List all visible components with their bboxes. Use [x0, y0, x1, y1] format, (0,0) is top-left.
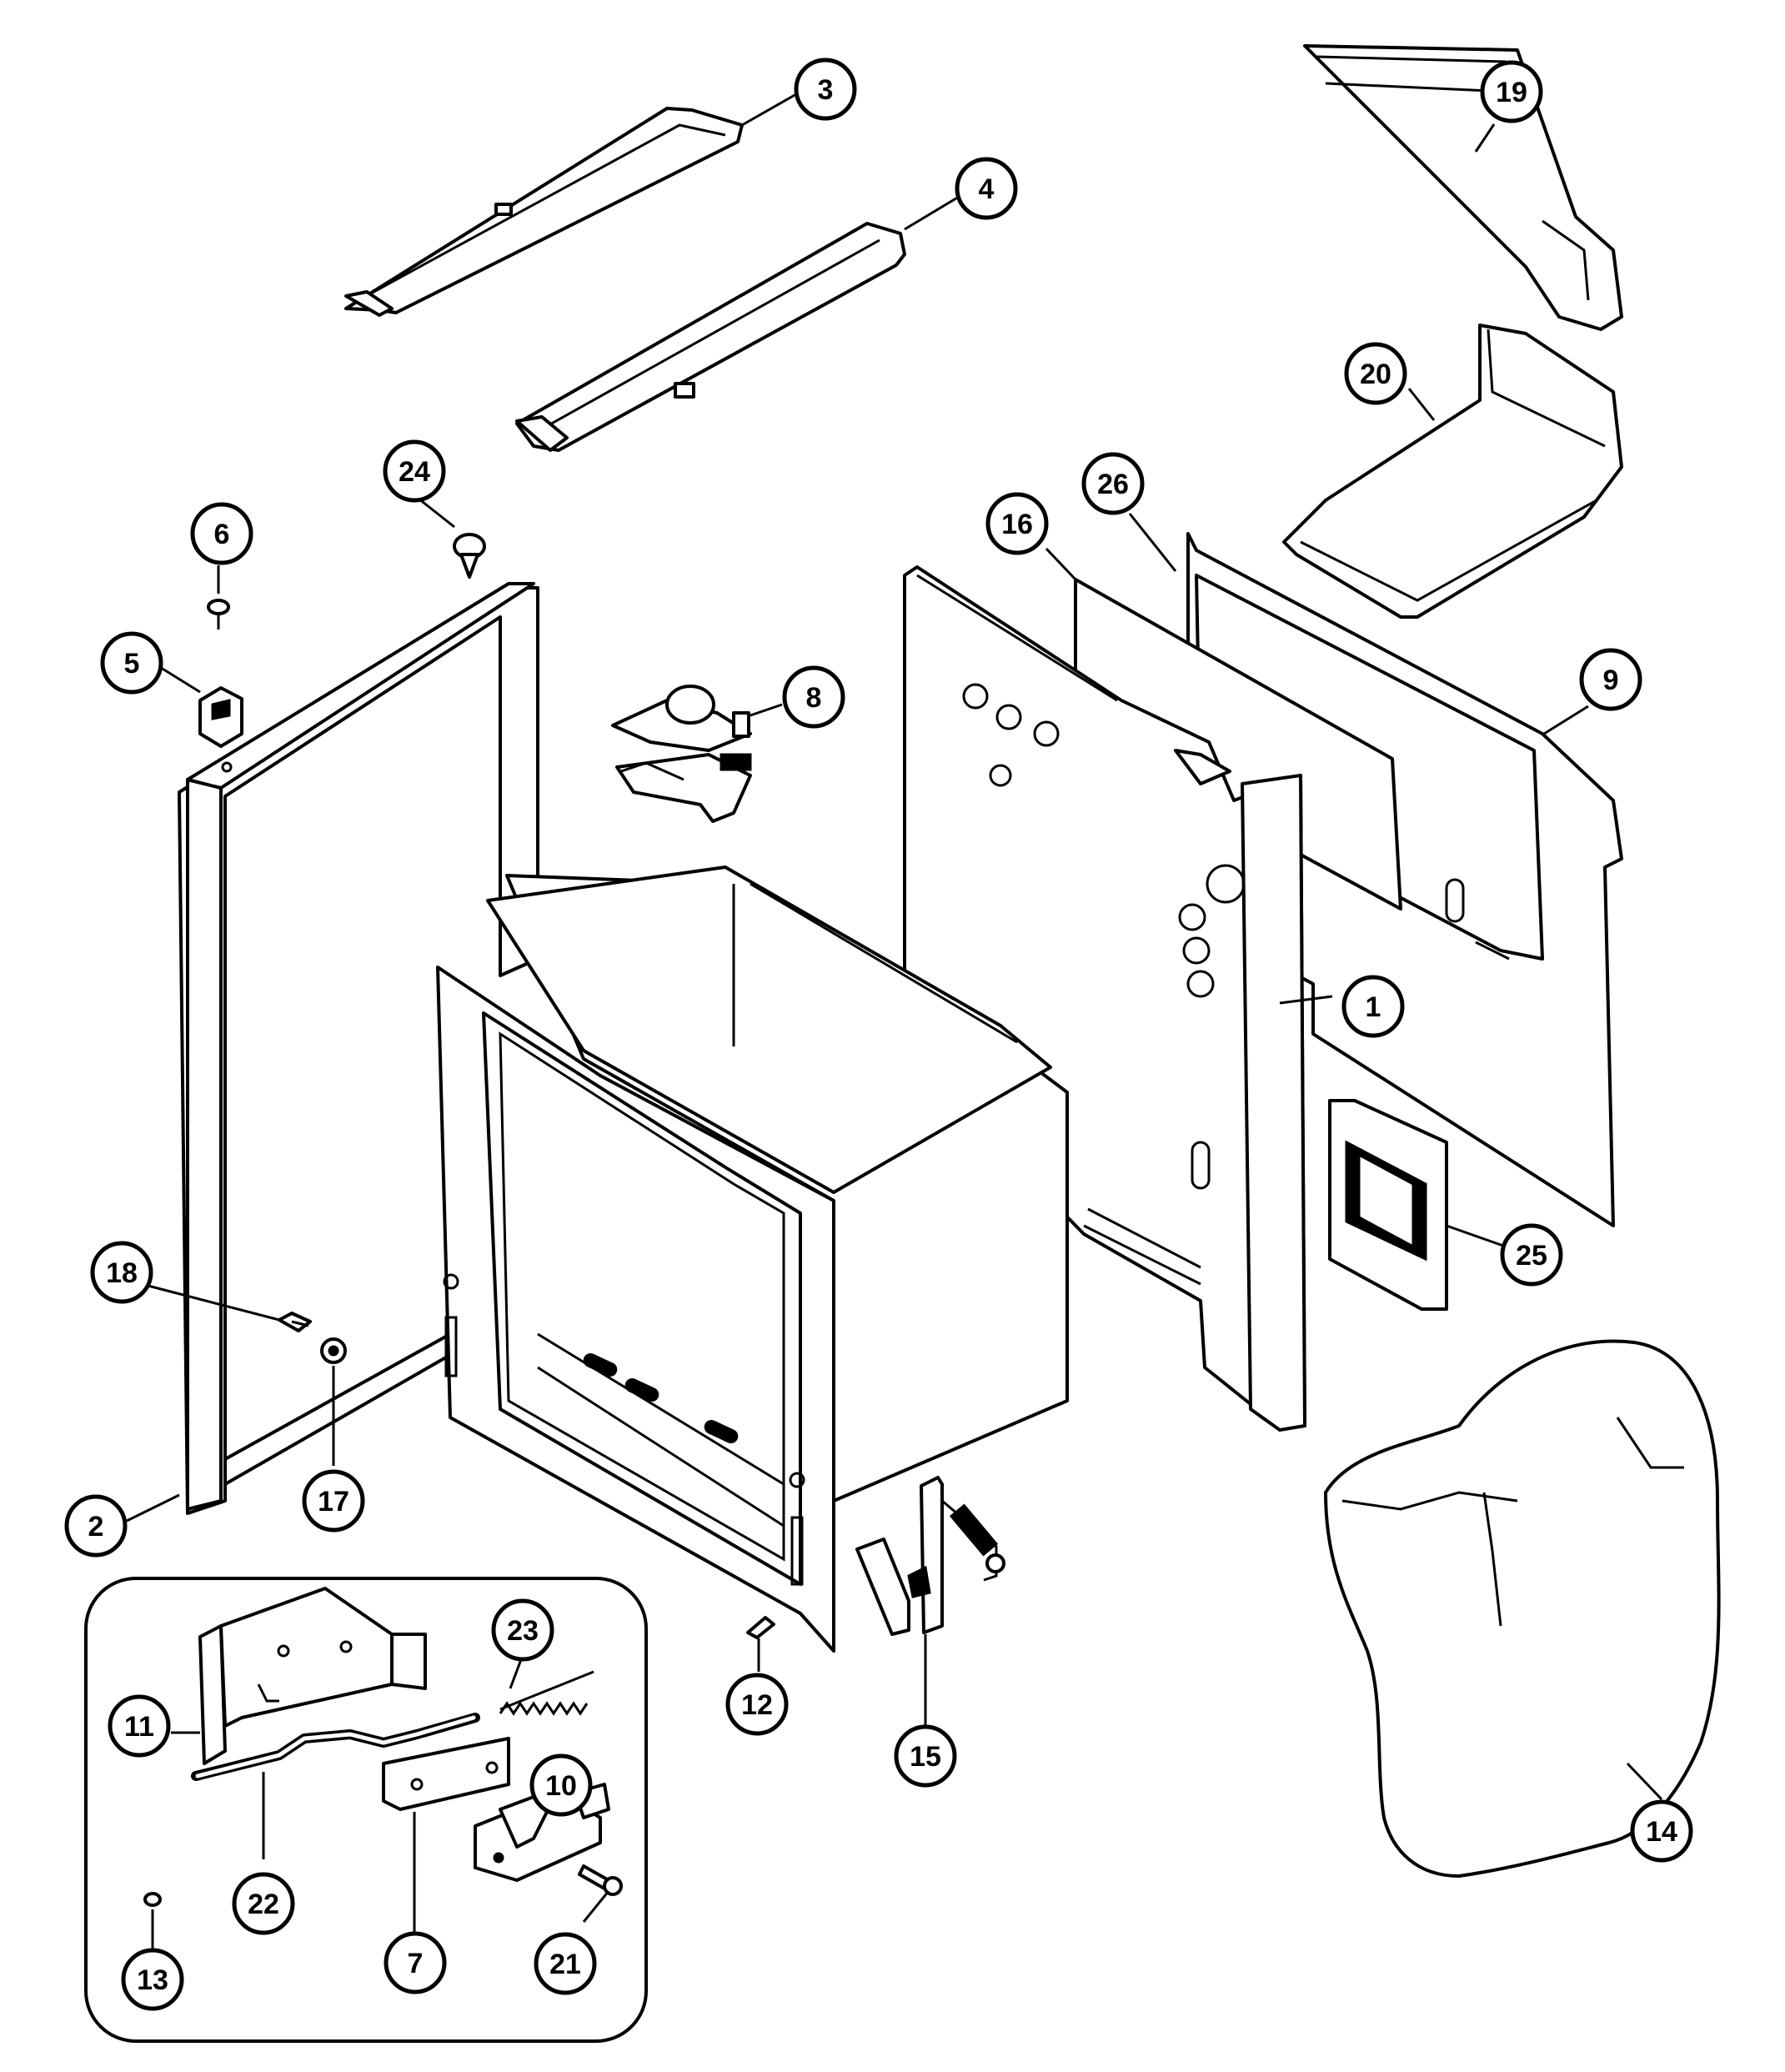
- callout-21: 21: [534, 1932, 597, 1995]
- callout-label: 14: [1646, 1816, 1677, 1848]
- part-7-plate: [382, 1737, 510, 1811]
- callout-7: 7: [384, 1931, 447, 1994]
- callout-label: 5: [124, 648, 140, 680]
- part-21-screw: [578, 1864, 623, 1896]
- callout-18: 18: [90, 1241, 153, 1304]
- callout-23: 23: [491, 1598, 554, 1662]
- callout-label: 8: [806, 682, 822, 714]
- callout-label: 3: [818, 74, 834, 106]
- part-6-screw: [207, 599, 230, 630]
- callout-label: 13: [137, 1964, 168, 1996]
- callout-5: 5: [100, 631, 163, 695]
- callout-label: 7: [408, 1948, 424, 1979]
- callout-17: 17: [302, 1469, 365, 1533]
- part-11-bracket: [198, 1587, 427, 1765]
- part-3-top-rail: [344, 107, 744, 317]
- callout-label: 21: [549, 1949, 581, 1980]
- callout-26: 26: [1081, 452, 1145, 515]
- part-13-clip: [143, 1892, 162, 1907]
- callout-label: 22: [248, 1889, 279, 1920]
- callout-label: 24: [399, 456, 430, 488]
- callout-label: 16: [1001, 509, 1033, 540]
- callout-2: 2: [64, 1494, 128, 1558]
- callout-label: 2: [88, 1511, 104, 1543]
- callout-label: 17: [318, 1486, 349, 1518]
- callout-11: 11: [108, 1694, 171, 1758]
- callout-label: 6: [214, 519, 230, 550]
- part-25-vent: [1328, 1099, 1448, 1311]
- part-24-plug: [453, 533, 486, 579]
- part-2-door-frame: [178, 582, 539, 1515]
- part-23-spring: [499, 1670, 594, 1716]
- callout-label: 10: [545, 1770, 577, 1802]
- callout-9: 9: [1579, 648, 1642, 711]
- callout-3: 3: [794, 58, 857, 121]
- part-1-side-panel: [903, 565, 1306, 1432]
- callout-12: 12: [725, 1673, 789, 1736]
- callout-label: 20: [1360, 359, 1391, 390]
- callout-14: 14: [1630, 1799, 1693, 1863]
- callout-label: 19: [1496, 77, 1527, 108]
- callout-16: 16: [985, 492, 1049, 555]
- callout-label: 26: [1097, 469, 1129, 500]
- callout-label: 23: [507, 1615, 539, 1647]
- callout-15: 15: [894, 1724, 957, 1788]
- callout-label: 4: [979, 173, 995, 205]
- part-19-duct: [1303, 44, 1623, 331]
- oven-liner: [436, 865, 1069, 1653]
- callout-label: 25: [1516, 1240, 1547, 1272]
- callout-19: 19: [1480, 60, 1543, 123]
- part-12-screw: [746, 1616, 775, 1639]
- callout-6: 6: [190, 502, 253, 565]
- callout-4: 4: [955, 157, 1018, 220]
- part-18-screw: [278, 1312, 312, 1332]
- callout-label: 9: [1603, 665, 1619, 696]
- callout-1: 1: [1341, 975, 1405, 1038]
- callout-25: 25: [1500, 1223, 1563, 1287]
- callout-label: 18: [106, 1257, 138, 1289]
- callout-label: 15: [910, 1741, 941, 1773]
- part-5-bracket: [198, 686, 243, 748]
- callout-24: 24: [383, 439, 446, 503]
- callout-label: 11: [124, 1711, 154, 1743]
- part-8-latch: [611, 685, 752, 823]
- part-17-spacer: [320, 1337, 347, 1364]
- callout-20: 20: [1344, 342, 1407, 405]
- part-20-duct-housing: [1282, 324, 1623, 619]
- callout-label: 1: [1366, 991, 1381, 1023]
- callout-label: 12: [741, 1689, 773, 1721]
- callout-8: 8: [782, 665, 845, 729]
- part-22-rod: [191, 1713, 480, 1781]
- part-4-rail: [515, 222, 906, 452]
- part-15-hinge: [855, 1476, 1005, 1636]
- callout-10: 10: [529, 1753, 593, 1817]
- part-14-insulation: [1324, 1339, 1721, 1878]
- callout-13: 13: [121, 1948, 184, 2011]
- callout-22: 22: [232, 1872, 295, 1935]
